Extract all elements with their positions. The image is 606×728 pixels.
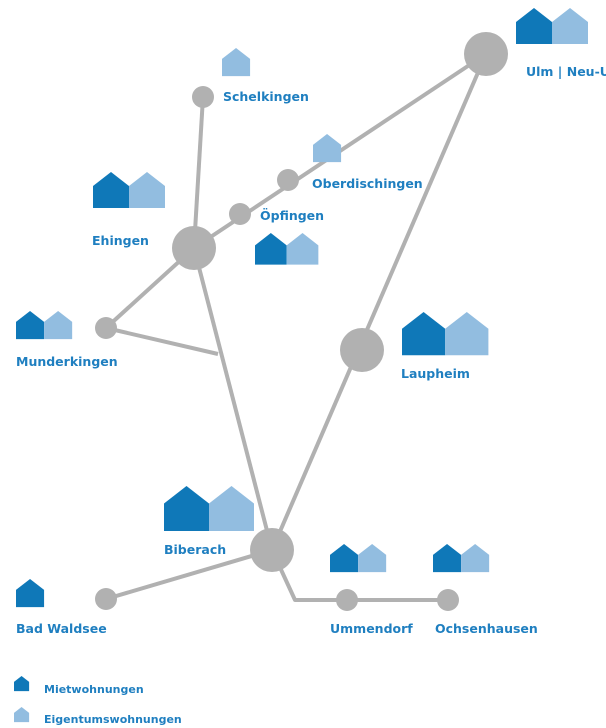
legend-item-rent: Mietwohnungen xyxy=(14,676,144,696)
city-labels: Ulm | Neu-Ulm Schelkingen Oberdischingen… xyxy=(16,64,606,636)
city-label-schelkingen: Schelkingen xyxy=(223,89,309,104)
city-label-oberdischingen: Oberdischingen xyxy=(312,176,423,191)
legend-item-owned: Eigentumswohnungen xyxy=(14,707,182,726)
node-ulm xyxy=(464,32,508,76)
city-label-munderkingen: Munderkingen xyxy=(16,354,118,369)
houses-munderkingen xyxy=(16,311,73,340)
house-icon-dark xyxy=(14,676,30,692)
node-ummendorf xyxy=(336,589,358,611)
line-schelkingen-ehingen xyxy=(192,96,205,249)
house-icon-dark xyxy=(164,486,209,531)
house-icon-light xyxy=(358,544,387,573)
house-icon-light xyxy=(222,48,251,77)
line-biberach-bad-waldsee xyxy=(105,548,273,601)
house-icon-light xyxy=(209,486,254,531)
line-munderkingen-junction xyxy=(105,326,219,356)
house-icon-light xyxy=(14,707,30,723)
house-icon-light xyxy=(286,233,319,265)
node-ochsenhausen xyxy=(437,589,459,611)
house-icon-light xyxy=(552,8,588,44)
house-icon-dark xyxy=(16,311,45,340)
city-label-ochsenhausen: Ochsenhausen xyxy=(435,621,538,636)
node-laupheim xyxy=(340,328,384,372)
legend-label-owned: Eigentumswohnungen xyxy=(44,713,182,726)
legend: Mietwohnungen Eigentumswohnungen xyxy=(14,676,182,726)
house-icon-light xyxy=(461,544,490,573)
houses-schelkingen xyxy=(222,48,251,77)
house-icon-light xyxy=(129,172,165,208)
node-munderkingen xyxy=(95,317,117,339)
network-nodes xyxy=(95,32,508,611)
house-icon-dark xyxy=(330,544,359,573)
node-biberach xyxy=(250,528,294,572)
line-ehingen-biberach xyxy=(192,247,274,551)
houses-ochsenhausen xyxy=(433,544,490,573)
house-icon-dark xyxy=(433,544,462,573)
line-ulm-laupheim-biberach xyxy=(270,53,488,551)
houses-oepfingen xyxy=(255,233,319,265)
city-label-ulm: Ulm | Neu-Ulm xyxy=(526,64,606,79)
house-icon-dark xyxy=(516,8,552,44)
house-icon-dark xyxy=(255,233,287,265)
house-icon-dark xyxy=(93,172,129,208)
houses-ehingen xyxy=(93,172,165,208)
house-icon-light xyxy=(313,134,342,163)
node-bad-waldsee xyxy=(95,588,117,610)
node-oberdischingen xyxy=(277,169,299,191)
houses-ummendorf xyxy=(330,544,387,573)
city-label-biberach: Biberach xyxy=(164,542,226,557)
houses-biberach xyxy=(164,486,254,531)
node-ehingen xyxy=(172,226,216,270)
node-schelkingen xyxy=(192,86,214,108)
houses-oberdischingen xyxy=(313,134,342,163)
city-label-ummendorf: Ummendorf xyxy=(330,621,413,636)
houses-bad-waldsee xyxy=(16,579,45,608)
houses-laupheim xyxy=(402,312,489,356)
house-icon-dark xyxy=(16,579,45,608)
city-label-laupheim: Laupheim xyxy=(401,366,470,381)
legend-label-rent: Mietwohnungen xyxy=(44,683,144,696)
houses-ulm xyxy=(516,8,588,44)
city-label-oepfingen: Öpfingen xyxy=(260,208,324,223)
node-oepfingen xyxy=(229,203,251,225)
city-label-bad-waldsee: Bad Waldsee xyxy=(16,621,107,636)
house-icon-light xyxy=(44,311,73,340)
house-icon-dark xyxy=(402,312,446,356)
house-icon-light xyxy=(445,312,489,356)
city-label-ehingen: Ehingen xyxy=(92,233,149,248)
